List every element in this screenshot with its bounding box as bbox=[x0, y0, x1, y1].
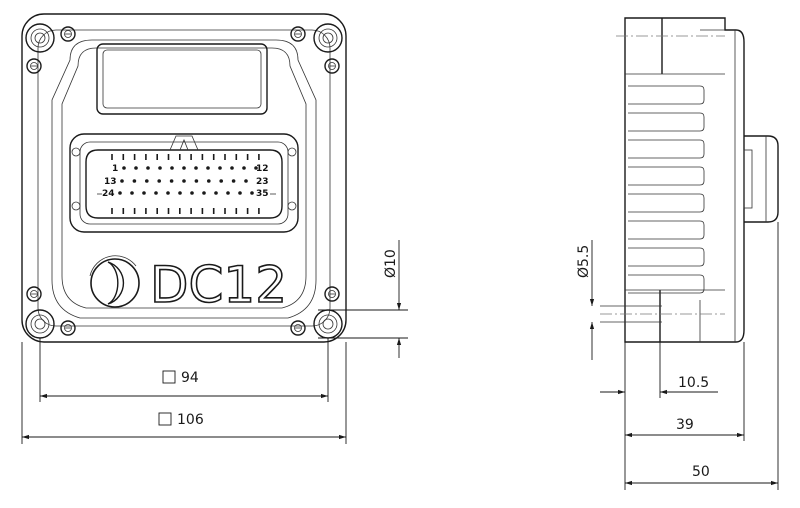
cooling-fins bbox=[628, 85, 705, 294]
connector-screw-bl bbox=[71, 201, 81, 211]
front-inner-flange bbox=[37, 29, 331, 327]
connector-pin bbox=[134, 166, 138, 170]
logo-swoosh-icon bbox=[89, 255, 137, 277]
cooling-fin bbox=[628, 193, 705, 213]
dim-label-10-5: 10.5 bbox=[678, 375, 709, 391]
connector-pin bbox=[219, 179, 223, 183]
connector-pin bbox=[231, 179, 236, 183]
cooling-fin bbox=[628, 112, 705, 132]
brand-logo: DC12 bbox=[89, 255, 288, 315]
connector-pin bbox=[207, 179, 211, 183]
connector-pin bbox=[206, 166, 210, 170]
connector-face bbox=[85, 149, 283, 219]
mounting-hole-bl bbox=[25, 309, 55, 339]
front-view: 1 12 13 23 24 35 DC12 bbox=[21, 13, 347, 343]
connector-pin bbox=[142, 191, 146, 195]
connector-pin bbox=[118, 191, 122, 195]
connector: 1 12 13 23 24 35 bbox=[69, 133, 299, 233]
logo-crescent-icon bbox=[107, 261, 125, 305]
mounting-hole-tl bbox=[25, 23, 55, 53]
connector-pin bbox=[244, 179, 248, 183]
side-dimensions: Ø5.5 10.5 39 50 bbox=[576, 222, 779, 490]
connector-pin bbox=[158, 166, 162, 170]
connector-pin bbox=[145, 179, 149, 183]
connector-pin bbox=[178, 191, 182, 195]
front-body-edge bbox=[61, 47, 307, 309]
pin-label-24: 24 bbox=[102, 189, 115, 199]
connector-pin bbox=[182, 179, 186, 183]
pin-label-23: 23 bbox=[256, 177, 269, 187]
connector-pin bbox=[190, 191, 194, 195]
connector-shroud bbox=[69, 133, 299, 233]
connector-latch bbox=[169, 135, 199, 151]
pin-label-1: 1 bbox=[112, 164, 118, 174]
side-connector-latch bbox=[743, 149, 753, 209]
lid-screw-icon bbox=[26, 26, 340, 336]
connector-screw-tr bbox=[287, 147, 297, 157]
cooling-fin bbox=[628, 166, 705, 186]
connector-pin bbox=[250, 191, 254, 195]
dim-label-106: 106 bbox=[177, 412, 204, 428]
pin-label-12: 12 bbox=[256, 164, 269, 174]
connector-pin bbox=[194, 179, 199, 183]
logo-ring-icon bbox=[90, 258, 140, 308]
front-raised-body bbox=[51, 39, 317, 319]
cooling-fin bbox=[628, 139, 705, 159]
connector-pin bbox=[169, 179, 174, 183]
pin-label-35: 35 bbox=[256, 189, 269, 199]
front-outer-housing bbox=[21, 13, 347, 343]
square-symbol-icon-2 bbox=[158, 412, 172, 426]
side-connector-body bbox=[744, 135, 779, 223]
connector-pin bbox=[146, 166, 150, 170]
connector-shroud-inner bbox=[79, 141, 289, 225]
connector-pin bbox=[166, 191, 170, 195]
label-window-inner bbox=[102, 49, 262, 109]
connector-pin bbox=[170, 166, 174, 170]
connector-pin bbox=[214, 191, 218, 195]
connector-pin bbox=[242, 166, 246, 170]
connector-pin bbox=[130, 191, 134, 195]
connector-pin-grid bbox=[111, 154, 260, 214]
dim-label-d55: Ø5.5 bbox=[576, 245, 592, 278]
connector-pin bbox=[122, 166, 126, 170]
connector-screw-tl bbox=[71, 147, 81, 157]
connector-pin bbox=[157, 179, 161, 183]
dim-label-50: 50 bbox=[692, 464, 710, 480]
mounting-hole-br bbox=[313, 309, 343, 339]
connector-pin bbox=[238, 191, 242, 195]
connector-pin bbox=[120, 179, 124, 183]
connector-latch-tip bbox=[179, 138, 189, 151]
connector-pin bbox=[132, 179, 137, 183]
side-view bbox=[600, 17, 779, 343]
connector-pin bbox=[218, 166, 222, 170]
pin-label-13: 13 bbox=[104, 177, 117, 187]
cooling-fin bbox=[628, 247, 705, 267]
square-symbol-icon bbox=[162, 370, 176, 384]
label-window bbox=[96, 43, 268, 115]
connector-pin bbox=[230, 166, 234, 170]
cooling-fin bbox=[628, 85, 705, 105]
cooling-fin bbox=[628, 220, 705, 240]
connector-screw-br bbox=[287, 201, 297, 211]
connector-pin bbox=[202, 191, 206, 195]
mounting-hole-tr bbox=[313, 23, 343, 53]
dim-label-39: 39 bbox=[676, 417, 694, 433]
connector-pin bbox=[226, 191, 230, 195]
front-dimensions: 94 106 Ø10 bbox=[21, 240, 408, 444]
cooling-fin bbox=[628, 274, 705, 294]
connector-pin bbox=[254, 166, 258, 170]
dim-label-94: 94 bbox=[181, 370, 199, 386]
connector-pin bbox=[194, 166, 198, 170]
dim-label-d10: Ø10 bbox=[383, 249, 399, 278]
model-label: DC12 bbox=[150, 256, 287, 314]
connector-pin bbox=[182, 166, 186, 170]
connector-pin bbox=[154, 191, 158, 195]
